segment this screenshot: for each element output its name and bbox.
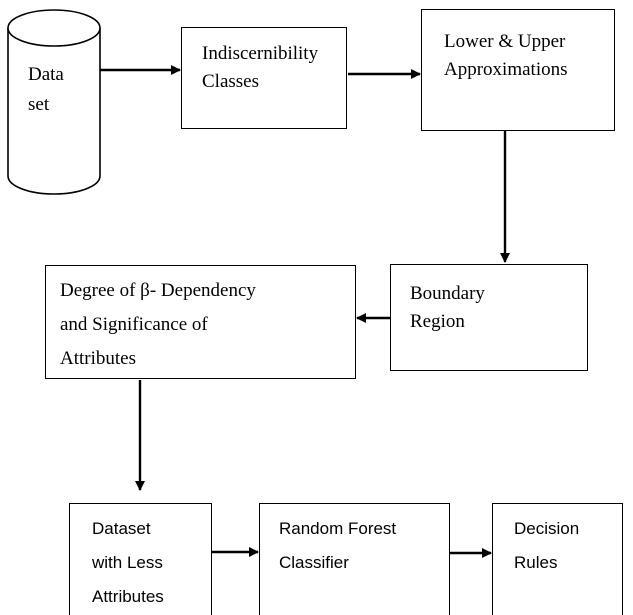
- boundary-region-label: Boundary Region: [410, 283, 485, 332]
- decision-rules-label: Decision Rules: [514, 519, 580, 572]
- random-forest-box: Random Forest Classifier: [259, 503, 450, 615]
- dependency-significance-label: Degree of β- Dependency and Significance…: [60, 280, 256, 369]
- approximations-label: Lower & Upper Approximations: [444, 31, 568, 80]
- dependency-significance-box: Degree of β- Dependency and Significance…: [45, 265, 356, 379]
- decision-rules-box: Decision Rules: [492, 503, 623, 615]
- dataset-cylinder-shape: [7, 9, 101, 195]
- indiscernibility-classes-box: Indiscernibility Classes: [181, 27, 347, 129]
- indiscernibility-classes-label: Indiscernibility Classes: [202, 43, 319, 92]
- dataset-node-label: Data set: [28, 64, 64, 115]
- boundary-region-box: Boundary Region: [390, 264, 588, 371]
- reduced-dataset-label: Dataset with Less Attributes: [92, 519, 164, 606]
- reduced-dataset-box: Dataset with Less Attributes: [69, 503, 212, 615]
- approximations-box: Lower & Upper Approximations: [421, 9, 615, 131]
- random-forest-label: Random Forest Classifier: [279, 519, 397, 572]
